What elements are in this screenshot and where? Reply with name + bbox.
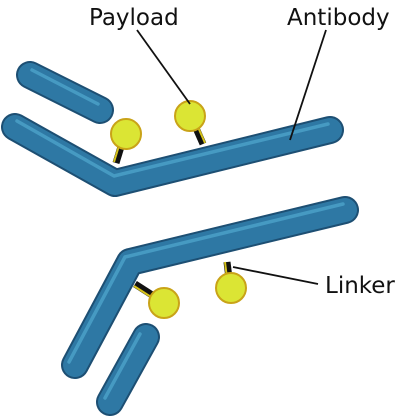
payload-3 <box>148 287 180 319</box>
leader-lines <box>136 29 327 285</box>
payload-leader-line <box>136 29 191 105</box>
payload-label: Payload <box>89 5 179 31</box>
payload-1 <box>110 118 142 150</box>
linker-label: Linker <box>325 273 395 299</box>
lower-heavy-chain <box>61 196 359 379</box>
antibody-label: Antibody <box>287 5 390 31</box>
antibody-leader-line <box>289 29 327 141</box>
payload-4 <box>215 272 247 304</box>
upper-light-chain <box>16 61 114 124</box>
upper-heavy-chain <box>1 113 344 197</box>
payloads <box>110 100 247 319</box>
lower-light-chain <box>96 323 160 416</box>
linker-leader-line <box>232 266 319 285</box>
payload-2 <box>174 100 206 132</box>
